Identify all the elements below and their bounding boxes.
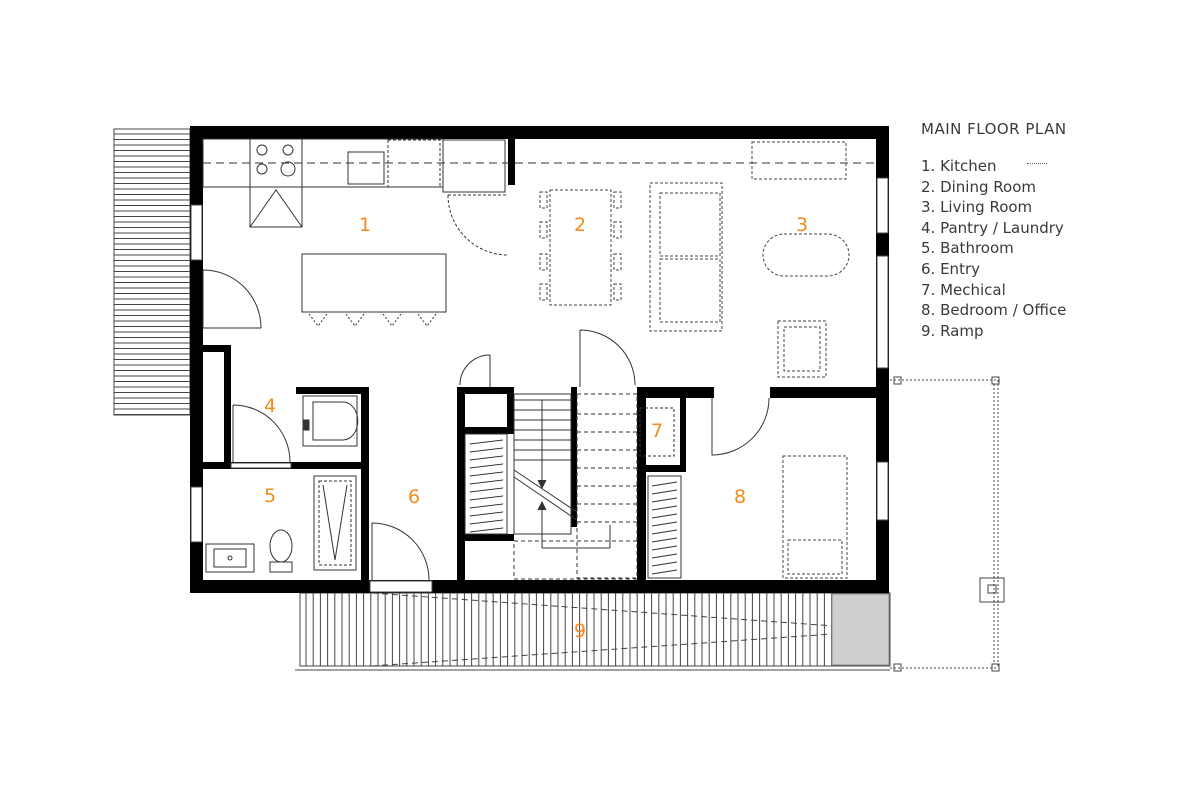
kitchen-fixtures	[202, 138, 875, 327]
legend-item-pantry-laundry: 4. Pantry / Laundry	[921, 218, 1064, 237]
stairs	[513, 393, 638, 580]
legend-item-ramp: 9. Ramp	[921, 321, 984, 340]
legend-item-dining-room: 2. Dining Room	[921, 177, 1036, 196]
windows	[190, 177, 889, 593]
hatch-line	[651, 489, 678, 495]
stool-icon	[417, 313, 437, 327]
hatch-line	[469, 471, 504, 477]
hatch-line	[469, 503, 504, 509]
room-number-8: 8	[734, 486, 746, 508]
room-number-6: 6	[408, 486, 420, 508]
stool-icon	[382, 313, 402, 327]
bathroom-fixtures	[205, 475, 357, 573]
hatch-line	[469, 495, 504, 501]
dining-table	[539, 189, 622, 306]
stool-icon	[345, 313, 365, 327]
hatch-line	[651, 521, 678, 527]
right-porch	[890, 376, 1005, 672]
hatch-line	[469, 447, 504, 453]
chair-icon	[613, 253, 622, 271]
hatch-line	[651, 513, 678, 519]
legend: MAIN FLOOR PLAN 1. Kitchen 2. Dining Roo…	[921, 120, 1191, 341]
hatch-line	[469, 487, 504, 493]
stool-icon	[308, 313, 328, 327]
room-number-3: 3	[796, 214, 808, 236]
hatch-line	[651, 561, 678, 567]
laundry-fixtures	[302, 395, 359, 447]
chair-icon	[539, 191, 548, 209]
chair-icon	[613, 221, 622, 239]
legend-item-bathroom: 5. Bathroom	[921, 239, 1014, 258]
chair-icon	[539, 283, 548, 301]
hatch-line	[651, 537, 678, 543]
room-number-1: 1	[359, 214, 371, 236]
chair-icon	[539, 221, 548, 239]
ramp	[295, 592, 891, 671]
room-number-9: 9	[574, 620, 586, 642]
legend-item-bedroom-office: 8. Bedroom / Office	[921, 301, 1067, 320]
hatch-line	[651, 529, 678, 535]
legend-list: 1. Kitchen 2. Dining Room 3. Living Room…	[921, 156, 1191, 341]
hatch-line	[469, 455, 504, 461]
left-deck	[113, 128, 191, 416]
chair-icon	[613, 191, 622, 209]
hatch-line	[469, 479, 504, 485]
room-number-4: 4	[264, 395, 276, 417]
doors	[202, 194, 770, 581]
hatch-line	[651, 569, 678, 575]
hatch-line	[651, 545, 678, 551]
hatch-line	[651, 481, 678, 487]
room-number-7: 7	[651, 420, 663, 442]
legend-item-living-room: 3. Living Room	[921, 198, 1033, 217]
legend-divider	[1027, 163, 1047, 164]
legend-item-mechical: 7. Mechical	[921, 280, 1006, 299]
plan-title: MAIN FLOOR PLAN	[921, 120, 1067, 138]
room-numbers: 1 2 3 4 5 6 7 8 9	[264, 214, 808, 642]
legend-item-kitchen: 1. Kitchen	[921, 157, 997, 175]
hatch-line	[651, 553, 678, 559]
hatch-line	[651, 497, 678, 503]
chair-icon	[613, 283, 622, 301]
hatch-line	[469, 519, 504, 525]
legend-item-entry: 6. Entry	[921, 259, 980, 278]
living-furniture	[649, 141, 850, 378]
hatch-line	[651, 505, 678, 511]
hatch-line	[469, 527, 504, 533]
bed	[782, 455, 848, 579]
room-number-5: 5	[264, 485, 276, 507]
closets	[464, 407, 682, 579]
hatch-line	[469, 439, 504, 445]
room-number-2: 2	[574, 214, 586, 236]
hatch-line	[469, 511, 504, 517]
hatch-line	[469, 463, 504, 469]
chair-icon	[539, 253, 548, 271]
